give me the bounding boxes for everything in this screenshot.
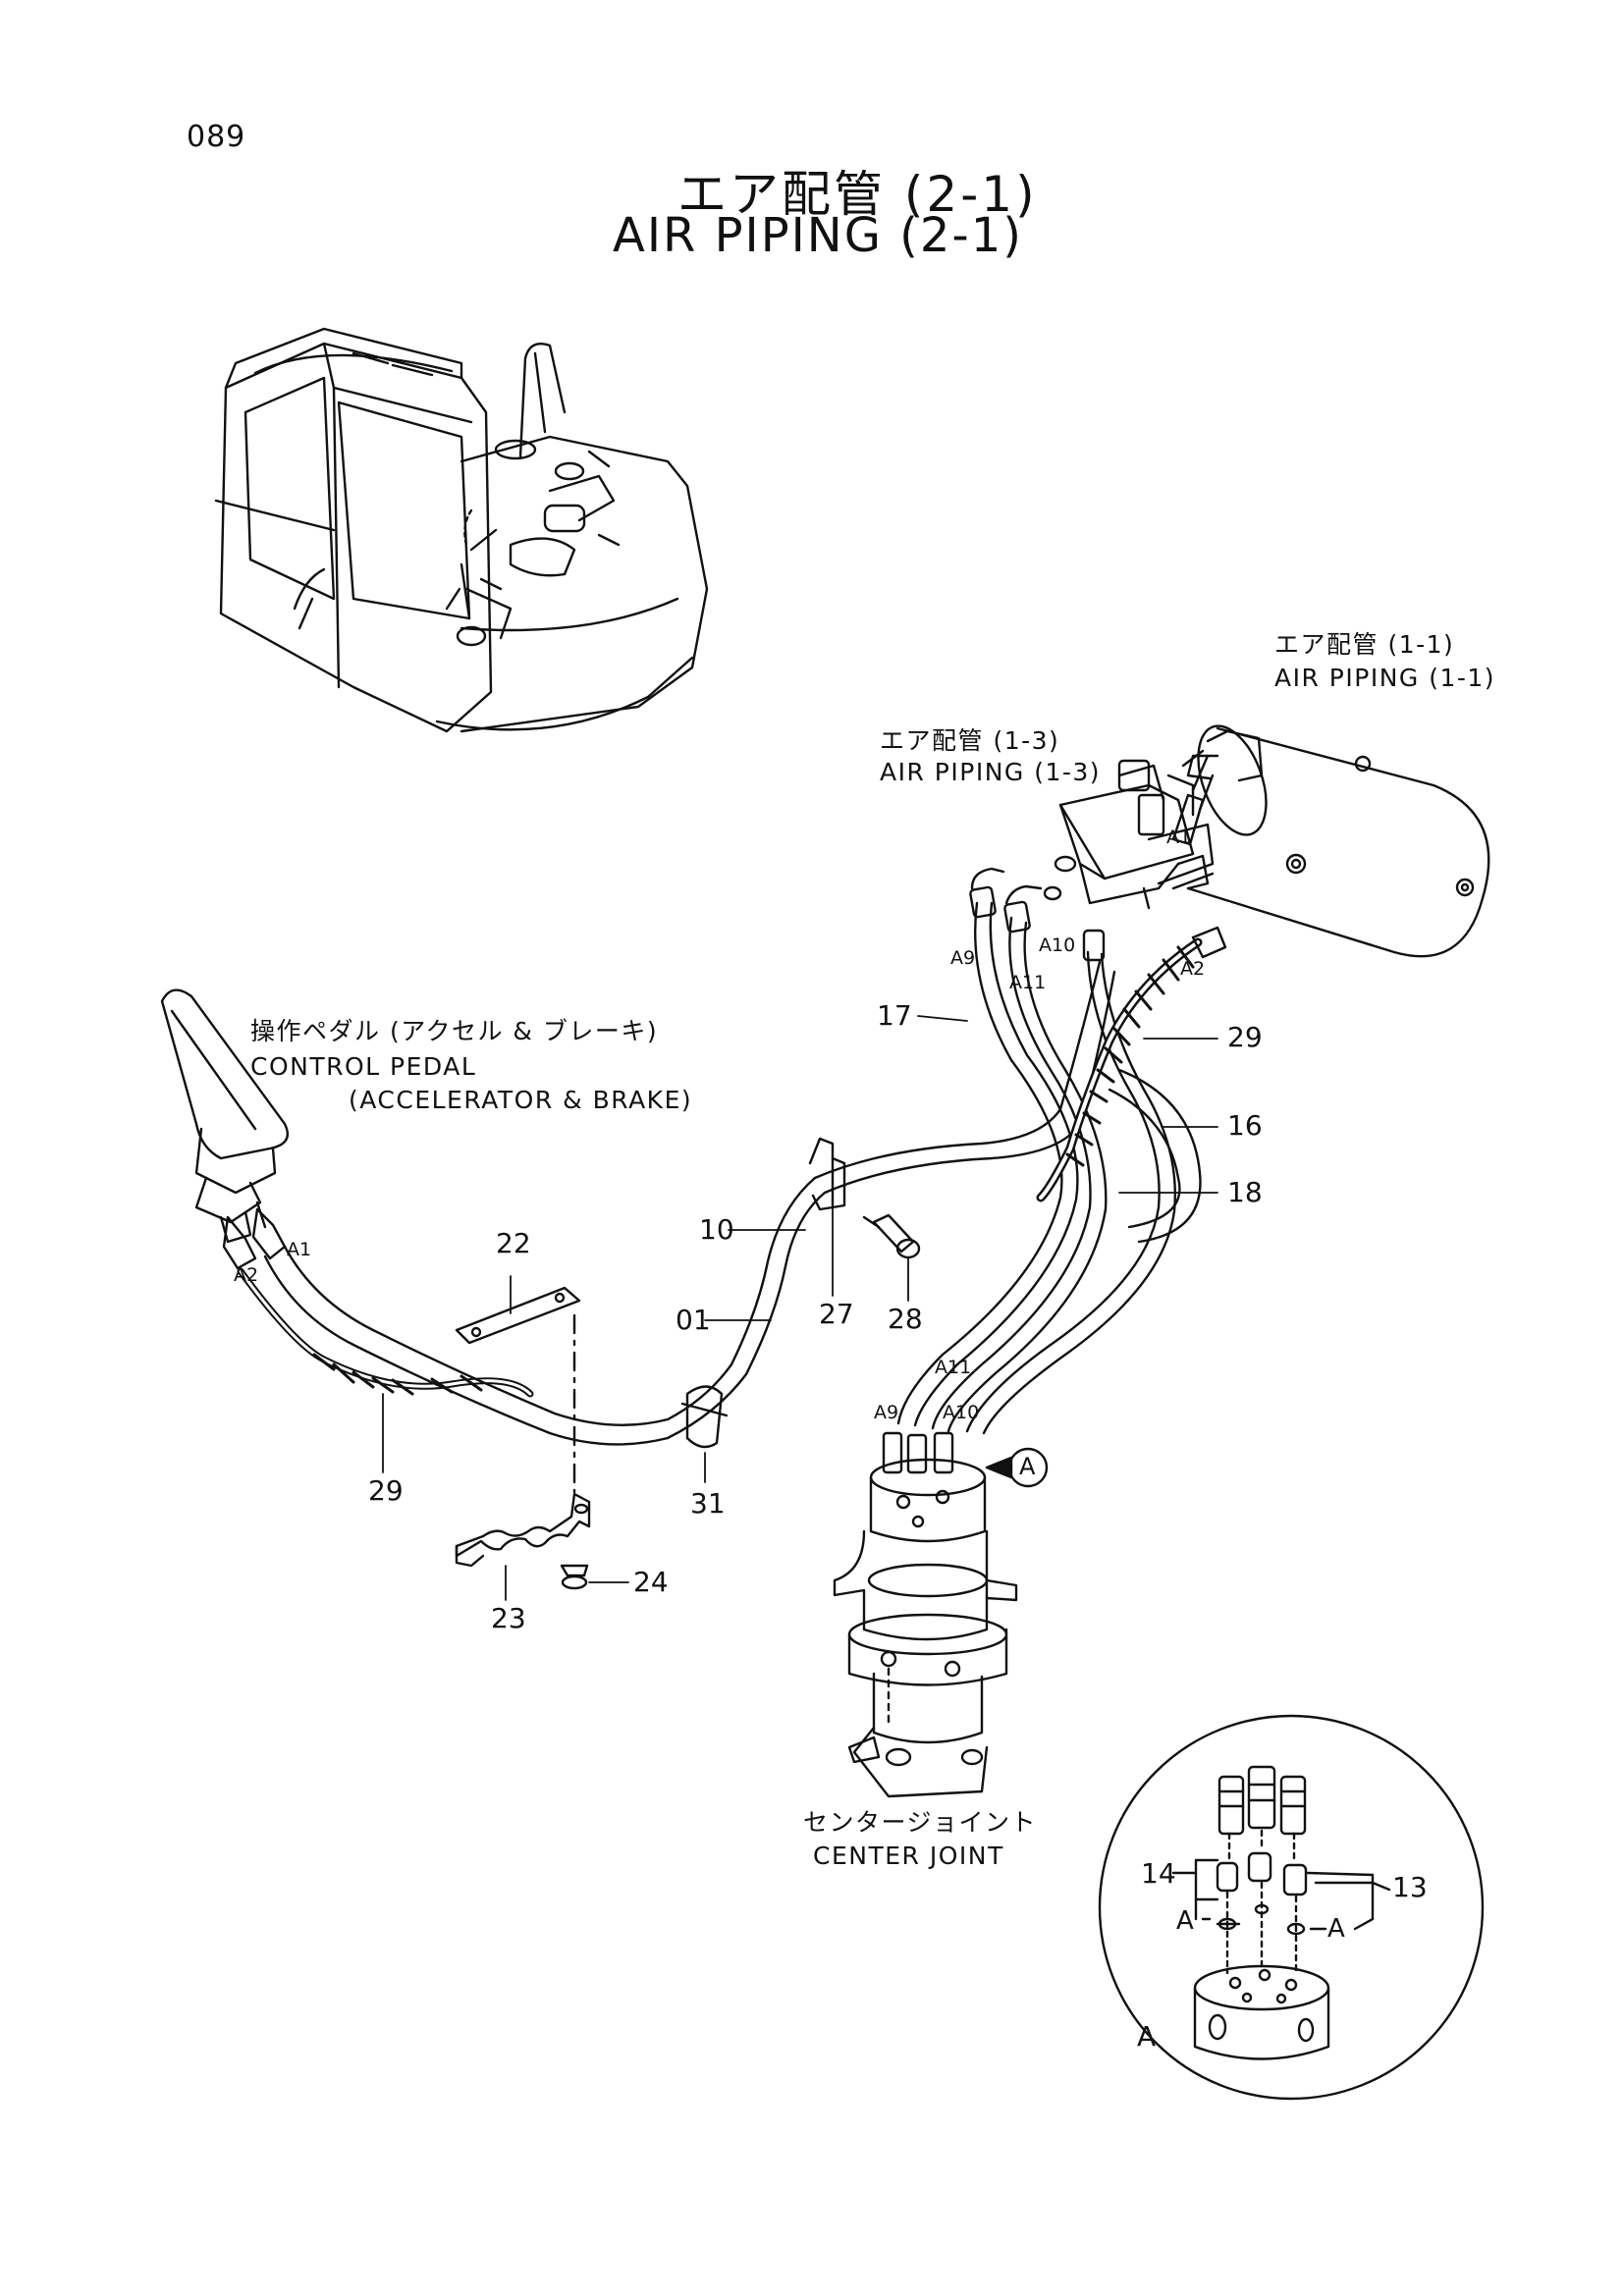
- callout-center-joint-ja: センタージョイント: [803, 1808, 1038, 1837]
- connector-a2-top: A2: [1180, 958, 1206, 980]
- connector-a9-top: A9: [950, 947, 976, 969]
- callout-control-pedal-en: CONTROL PEDAL: [250, 1052, 477, 1081]
- page-title-japanese: エア配管 (2-1): [677, 166, 1038, 223]
- connector-a11-top: A11: [1009, 972, 1047, 993]
- connector-a1-top: A1: [1166, 827, 1192, 848]
- leader-lines: [383, 1016, 1217, 1600]
- valve-block: [1045, 756, 1213, 908]
- part-number-17: 17: [877, 999, 912, 1032]
- part-number-01: 01: [676, 1304, 711, 1336]
- callout-control-pedal-en-sub: (ACCELERATOR & BRAKE): [349, 1086, 693, 1114]
- center-joint: [835, 1433, 1047, 1796]
- connector-a1-pedal: A1: [287, 1239, 312, 1260]
- part-number-31: 31: [690, 1487, 726, 1520]
- callout-control-pedal-ja: 操作ペダル (アクセル & ブレーキ): [250, 1017, 659, 1045]
- part-number-14: 14: [1141, 1857, 1176, 1890]
- part-number-13: 13: [1392, 1871, 1428, 1903]
- part-number-10: 10: [699, 1213, 734, 1246]
- part-number-29-top: 29: [1227, 1021, 1263, 1053]
- callout-center-joint-en: CENTER JOINT: [813, 1842, 1004, 1870]
- callout-air-piping-1-1-ja: エア配管 (1-1): [1274, 630, 1455, 659]
- detail-ref-a-right: A: [1327, 1914, 1345, 1944]
- detail-ref-a-left: A: [1176, 1906, 1194, 1936]
- connector-a2-pedal: A2: [234, 1264, 259, 1286]
- view-marker-a: A: [1019, 1453, 1036, 1480]
- callout-air-piping-1-3-en: AIR PIPING (1-3): [880, 758, 1102, 786]
- part-number-29-bottom: 29: [368, 1474, 404, 1507]
- callout-air-piping-1-3-ja: エア配管 (1-3): [880, 726, 1060, 755]
- part-number-22: 22: [496, 1227, 531, 1259]
- hose-lines: [241, 869, 1225, 1444]
- connector-a11-center-joint: A11: [935, 1357, 972, 1378]
- part-number-27: 27: [819, 1298, 854, 1330]
- callout-air-piping-1-1-en: AIR PIPING (1-1): [1274, 664, 1496, 692]
- connector-a10-top: A10: [1039, 934, 1076, 956]
- air-tank: [1183, 717, 1488, 956]
- part-number-24: 24: [633, 1566, 669, 1598]
- part-number-16: 16: [1227, 1109, 1263, 1142]
- control-pedal: [162, 990, 288, 1268]
- page-title-english: AIR PIPING (2-1): [613, 208, 1024, 263]
- part-number-28: 28: [888, 1303, 923, 1335]
- connector-a10-center-joint: A10: [943, 1402, 980, 1423]
- connector-a9-center-joint: A9: [874, 1402, 899, 1423]
- clamps-brackets: [457, 1139, 919, 1588]
- excavator-illustration: [216, 329, 707, 731]
- page-number: 089: [187, 120, 246, 154]
- part-number-18: 18: [1227, 1176, 1263, 1208]
- part-number-23: 23: [491, 1602, 526, 1634]
- detail-inset-label: A: [1137, 2020, 1157, 2053]
- detail-a-inset: [1100, 1716, 1483, 2099]
